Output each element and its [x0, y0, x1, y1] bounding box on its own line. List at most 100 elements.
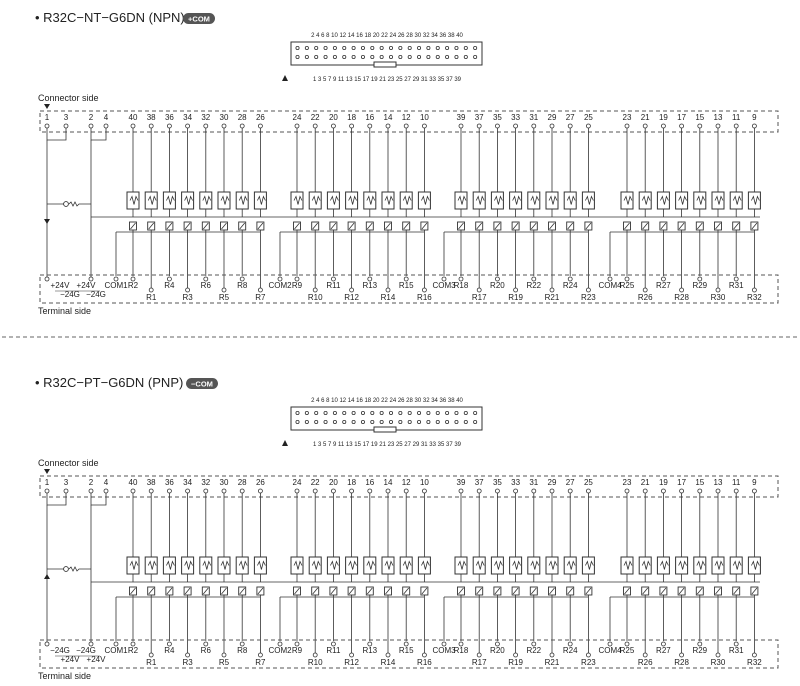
terminal-point — [166, 276, 172, 282]
connector-pin-number: 10 — [420, 113, 429, 122]
connector-pin — [454, 419, 459, 424]
connector-pin-number: 14 — [384, 113, 393, 122]
connector-pin-terminal — [294, 488, 300, 494]
connector-pin-terminal — [421, 123, 427, 129]
connector-pin-number: 31 — [529, 478, 538, 487]
relay-coil-winding — [147, 560, 157, 570]
connector-pin-number: 1 — [45, 478, 50, 487]
connector-pin-terminal — [567, 123, 573, 129]
relay-coil-winding — [660, 195, 669, 205]
terminal-point — [330, 276, 336, 282]
connector-pin-number: 24 — [293, 478, 302, 487]
relay-coil-winding — [548, 560, 558, 570]
terminal-point — [148, 287, 154, 293]
terminal-point — [476, 652, 482, 658]
connector-pin — [417, 419, 422, 424]
relay-contact-switch — [549, 222, 555, 230]
terminal-label: R28 — [674, 658, 689, 667]
connector-pin-number: 11 — [732, 113, 741, 122]
connector-pin-terminal — [367, 123, 373, 129]
terminal-label: R16 — [417, 658, 432, 667]
relay-coil-winding — [257, 560, 266, 570]
relay-coil-winding — [238, 195, 248, 205]
connector-pin — [398, 46, 403, 51]
terminal-label: R2 — [128, 646, 139, 655]
connector-pin-number: 12 — [402, 478, 411, 487]
relay-coil-winding — [585, 195, 594, 205]
connector-pin-terminal — [88, 123, 94, 129]
relay-contact-switch — [530, 222, 537, 230]
relay-coil-winding — [330, 560, 339, 570]
connector-pin — [379, 46, 384, 51]
connector-pin-terminal — [257, 123, 263, 129]
connector-pin-number: 37 — [475, 113, 484, 122]
terminal-point — [185, 287, 191, 293]
relay-coil-winding — [402, 195, 412, 205]
terminal-label: R24 — [563, 281, 578, 290]
connector-pin-terminal — [531, 488, 537, 494]
wire — [46, 493, 67, 506]
relay-coil-winding — [330, 195, 339, 205]
terminal-label: R13 — [362, 646, 377, 655]
terminal-label: R30 — [711, 658, 726, 667]
connector-pin-number: 39 — [457, 113, 466, 122]
relay-contact-switch — [751, 222, 758, 230]
terminal-label: R21 — [545, 293, 560, 302]
connector-pin — [314, 46, 319, 51]
connector-key — [373, 61, 397, 68]
relay-coil-winding — [366, 195, 376, 205]
terminal-label: R12 — [344, 293, 359, 302]
connector-pin-terminal — [130, 488, 136, 494]
com-badge — [186, 378, 218, 389]
terminal-point — [624, 276, 630, 282]
relay-coil-winding — [202, 560, 212, 570]
terminal-label: R6 — [201, 281, 212, 290]
terminal-point — [130, 276, 136, 282]
relay-coil-winding — [751, 560, 760, 570]
terminal-point — [185, 652, 191, 658]
terminal-point — [349, 652, 355, 658]
connector-pin-terminal — [403, 123, 409, 129]
terminal-label: R20 — [490, 646, 505, 655]
relay-contact-switch — [312, 587, 319, 595]
connector-pin-terminal — [63, 123, 69, 129]
relay-contact-switch — [512, 222, 519, 230]
connector-pin — [388, 419, 393, 424]
com-terminal-label: COM3 — [432, 646, 456, 655]
connector-pin — [435, 55, 440, 60]
connector-pin — [445, 55, 450, 60]
com-terminal-label: COM3 — [432, 281, 456, 290]
relay-coil-winding — [220, 195, 230, 205]
connector-pin-number: 24 — [293, 113, 302, 122]
terminal-point — [113, 276, 119, 282]
connector-pin-number: 13 — [714, 113, 723, 122]
connector-pin-terminal — [294, 123, 300, 129]
connector-pin-number: 14 — [384, 478, 393, 487]
terminal-point — [679, 287, 684, 293]
relay-coil-winding — [475, 195, 485, 205]
connector-pin-terminal — [349, 123, 355, 129]
terminal-label: R4 — [164, 646, 175, 655]
connector-pin — [351, 55, 356, 60]
connector-pin — [463, 410, 468, 415]
relay-contact-switch — [257, 587, 264, 595]
power-terminal-label: +24V — [51, 281, 71, 290]
relay-coil-winding — [751, 195, 760, 205]
relay-coil-winding — [641, 560, 651, 570]
terminal-label: R12 — [344, 658, 359, 667]
relay-contact-switch — [585, 587, 592, 595]
terminal-point — [257, 652, 263, 658]
relay-coil-winding — [623, 560, 633, 570]
connector-pin — [379, 55, 384, 60]
relay-coil-winding — [402, 560, 412, 570]
relay-coil-winding — [184, 195, 193, 205]
wire — [90, 493, 107, 506]
relay-coil-winding — [548, 195, 558, 205]
terminal-point — [549, 287, 555, 293]
terminal-point — [697, 276, 703, 282]
relay-coil-winding — [696, 560, 706, 570]
connector-pin-terminal — [679, 123, 684, 129]
terminal-label: R10 — [308, 293, 323, 302]
npn-section: • R32C−NT−G6DN (NPN)+COM2 4 6 8 10 12 14… — [35, 10, 779, 316]
terminal-label: R14 — [381, 293, 396, 302]
